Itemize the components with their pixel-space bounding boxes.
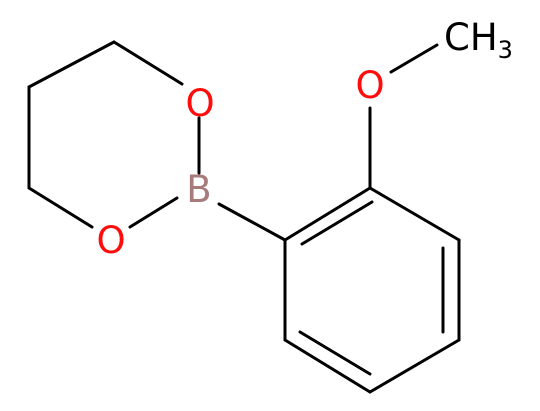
bond-ring-1-inner [300,200,374,246]
boron-label: B [186,168,211,211]
bond-ch2-to-ch2-top [27,40,116,89]
bond-ring-4 [368,338,461,394]
bond-o-top-to-ch2 [112,40,184,86]
bond-ring-5-inner [298,330,372,376]
bond-o-methoxy-to-methyl [389,43,439,74]
bond-ring-2 [368,186,461,242]
bond-ring-1 [283,186,372,242]
bonds [27,40,461,394]
methyl-ch-text: CH [444,16,498,59]
oxygen-top-label: O [185,82,214,125]
atom-labels: O O B O CH3 [96,16,513,262]
bond-ring-5 [283,338,372,394]
methyl-label: CH3 [444,16,513,64]
oxygen-methoxy-label: O [355,64,384,107]
bond-o-bottom-to-boron [128,196,179,229]
methyl-subscript: 3 [498,36,513,64]
oxygen-bottom-label: O [96,219,125,262]
bond-boron-to-ring [217,202,287,242]
bond-ch2-to-o-bottom [27,186,94,229]
